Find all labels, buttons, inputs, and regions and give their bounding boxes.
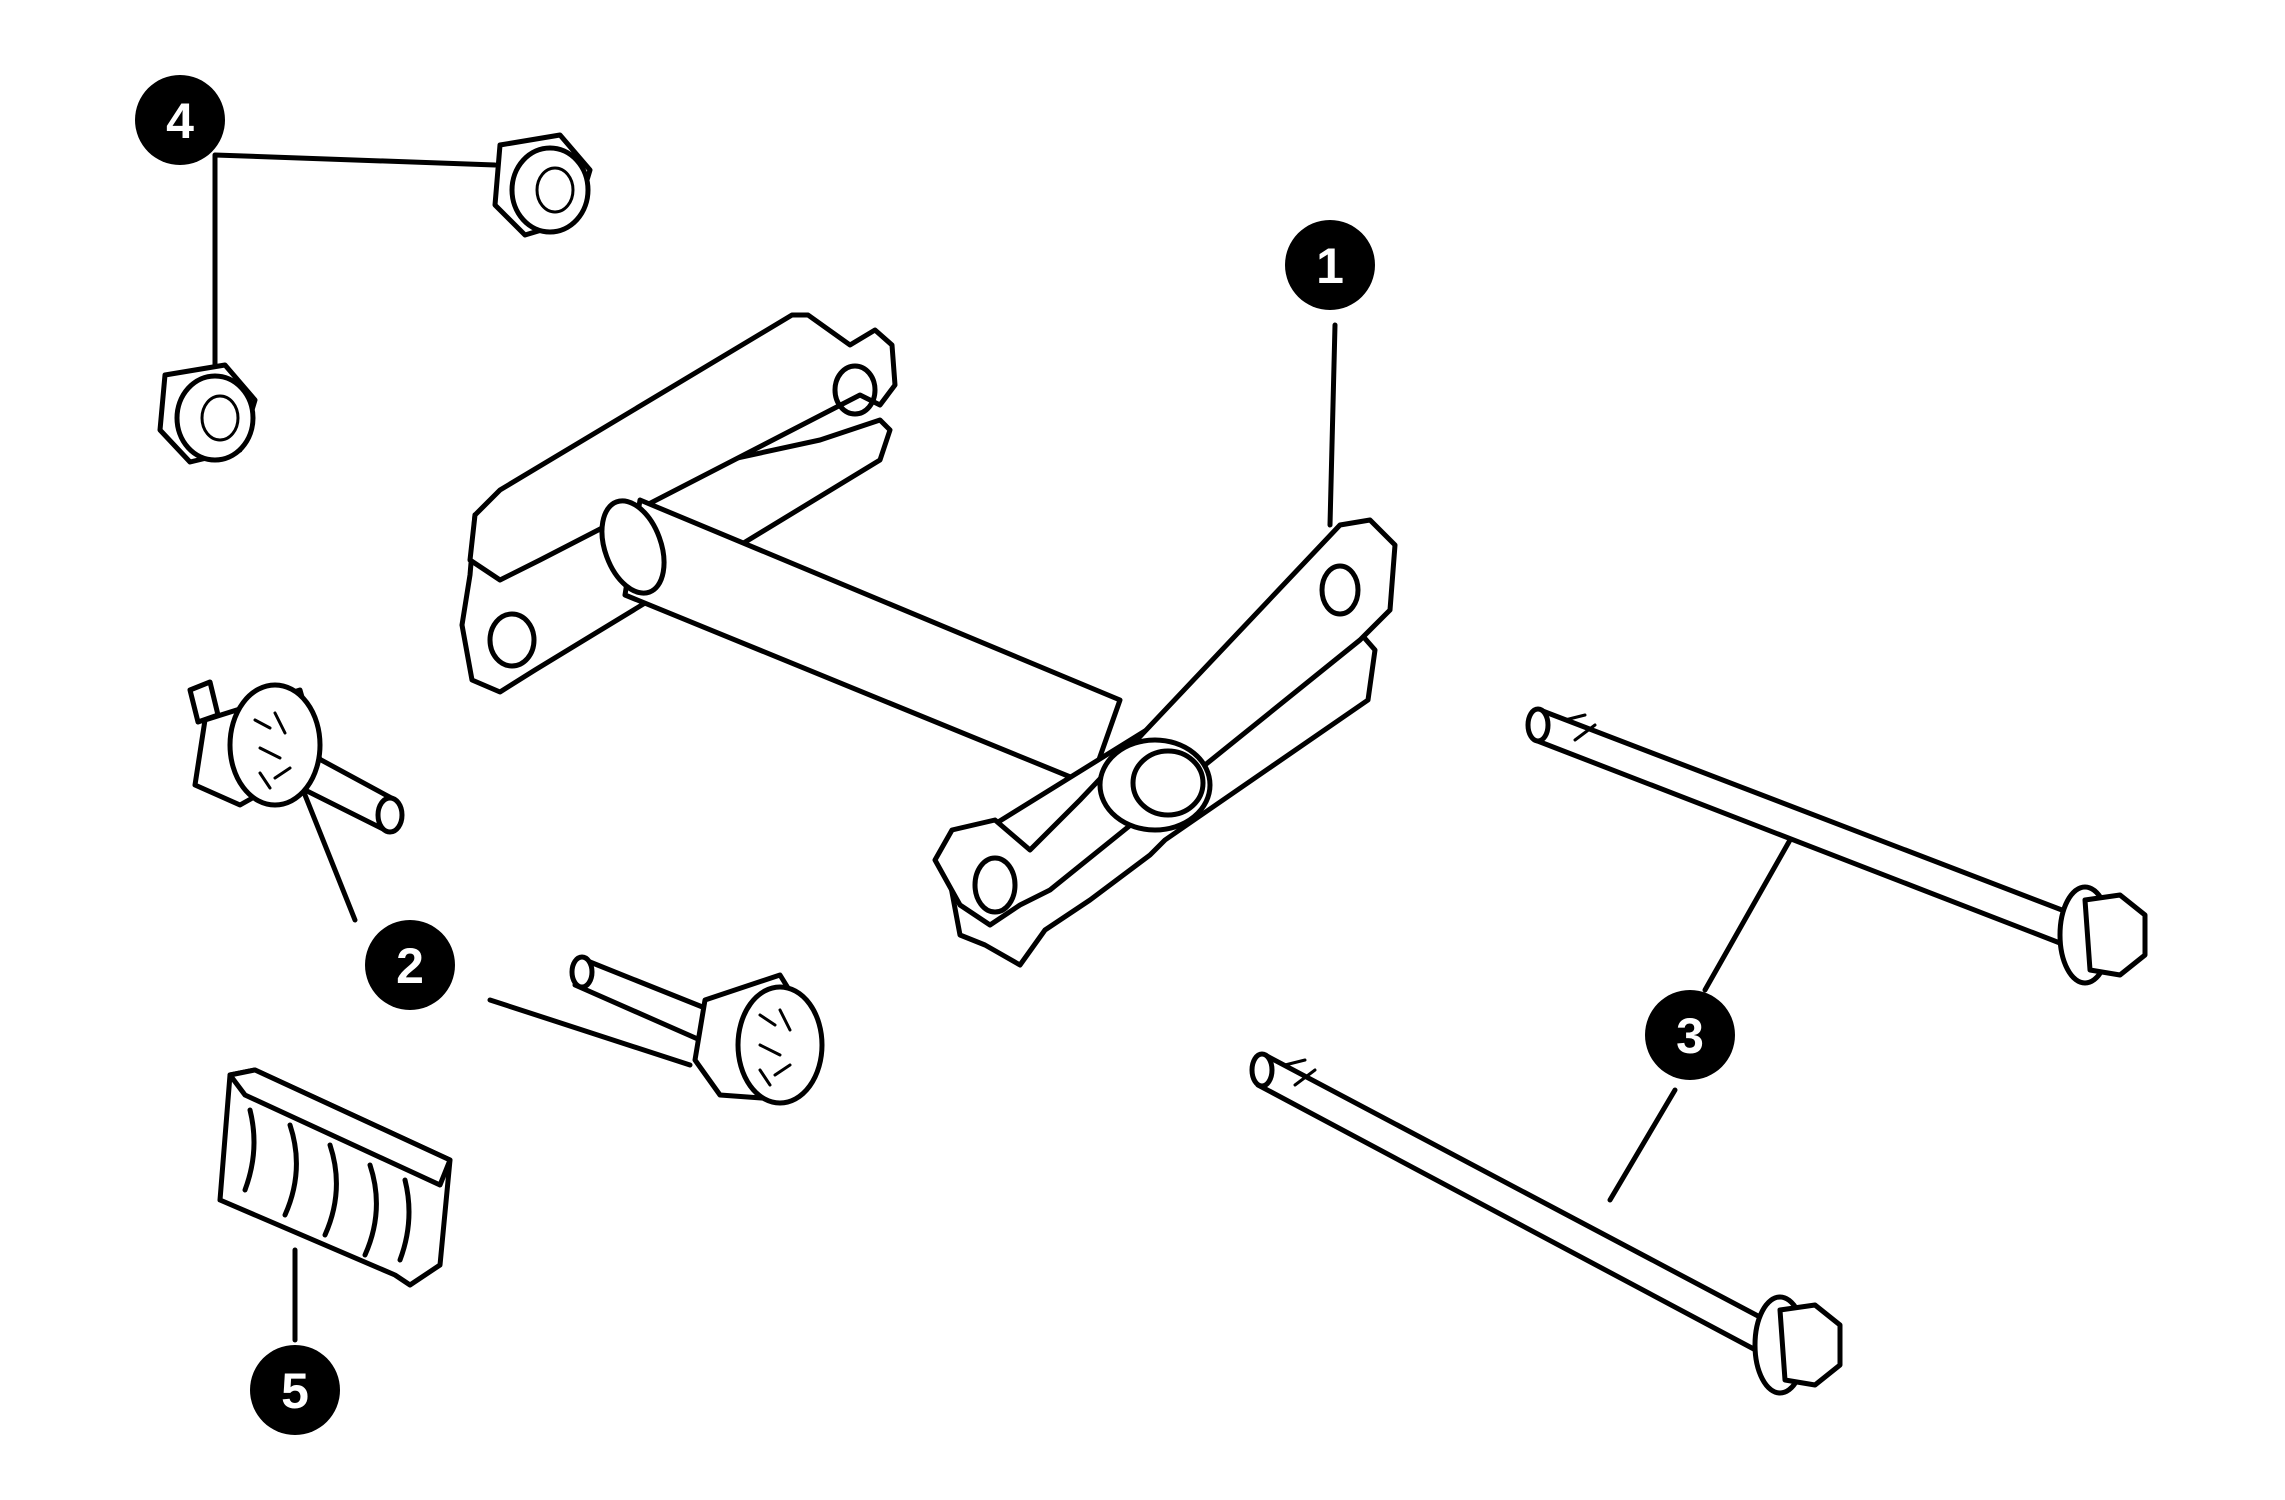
callout-4-label: 4 [166,93,194,149]
bolt-lower-tip [1249,1051,1275,1089]
leader-3b [1607,1087,1678,1203]
nut-lower [157,362,258,465]
bolt-upper-thread [1563,713,1597,742]
bushing-upper-texture [253,711,292,790]
bushing-lower-pin [572,957,713,1043]
bolt-lower-thread [1283,1058,1317,1087]
bushing-upper-pin-end [375,795,405,835]
bracket-assembly [459,312,1398,968]
nut-upper-bore [535,166,575,214]
bracket-shaft-end [599,498,667,596]
bushing-lower-face [735,984,825,1106]
bushing-upper-face [227,682,323,808]
clip-top [227,1067,453,1188]
bushing-upper-stub [187,679,221,725]
bolt-upper-shank [1532,707,2078,948]
nut-lower-bore [200,394,240,442]
clip-ridges [242,1107,412,1263]
bracket-plate-near-hole-2 [1319,563,1361,617]
leader-4 [212,152,498,368]
bracket-plate-far-hole-2 [832,363,878,417]
clip-retainer [217,1067,453,1288]
bolt-lower-shank [1255,1052,1778,1358]
callout-3-label: 3 [1676,1008,1704,1064]
bolt-lower-head [1777,1302,1843,1388]
bracket-boss-outer [1097,737,1213,833]
callout-1-label: 1 [1316,238,1344,294]
nut-upper [492,132,593,238]
bolt-upper [1525,706,2148,986]
bracket-plate-far-top [467,312,898,583]
bracket-plate-near-top [932,517,1398,928]
bushing-lower [569,954,825,1106]
bushing-upper [187,679,405,835]
bracket-boss-inner [1130,748,1206,818]
bracket-plate-far-hole [487,611,537,669]
leader-2a [302,792,358,923]
callout-5: 5 [250,1345,340,1435]
callout-3: 3 [1645,990,1735,1080]
nut-upper-face [509,145,591,235]
bolt-upper-tip [1525,706,1551,744]
nut-lower-face [174,373,256,463]
bushing-lower-pin-end [569,954,595,990]
bushing-lower-texture [758,1008,792,1087]
leader-3a [1702,837,1793,993]
bolt-upper-head [2082,892,2148,978]
bracket-shaft [622,497,1123,788]
callout-4: 4 [135,75,225,165]
callout-1: 1 [1285,220,1375,310]
callout-5-label: 5 [281,1363,309,1419]
leader-2b [487,997,693,1068]
callout-2-label: 2 [396,938,424,994]
leader-1 [1327,322,1338,528]
callout-2: 2 [365,920,455,1010]
bracket-plate-near-hole [972,855,1018,915]
bolt-lower [1249,1051,1843,1396]
